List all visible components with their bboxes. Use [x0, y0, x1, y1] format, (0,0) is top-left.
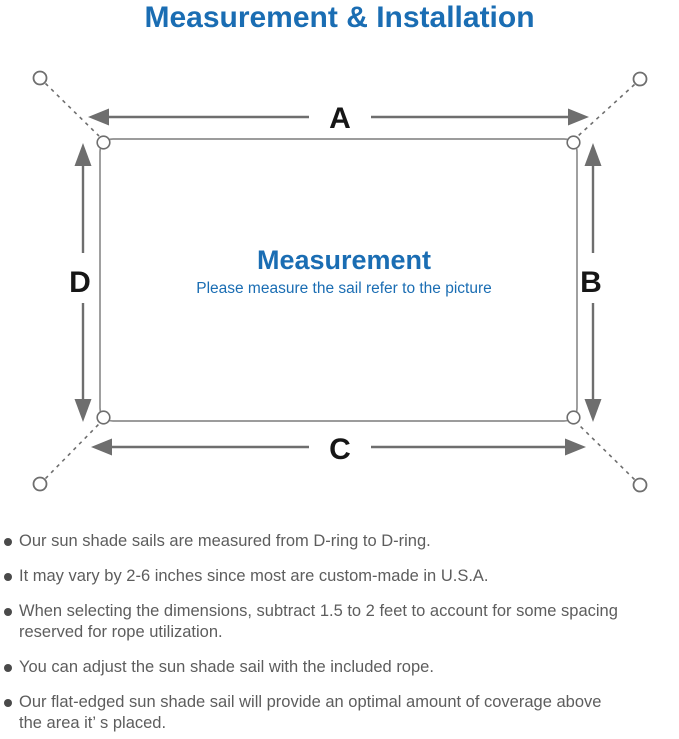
- measurement-diagram: A C D B Measurement Please meas: [32, 70, 648, 493]
- dimension-label-c: C: [329, 433, 351, 466]
- anchor-ring-top-right-icon: [632, 71, 648, 87]
- anchor-ring-bottom-right-icon: [632, 477, 648, 493]
- note-text: the area it’ s placed.: [19, 714, 167, 732]
- dimension-label-a: A: [329, 102, 351, 135]
- list-item: Our flat-edged sun shade sail will provi…: [4, 692, 673, 734]
- bullet-dot-icon: [4, 537, 12, 546]
- d-ring-top-right-icon: [566, 135, 581, 150]
- note-text: You can adjust the sun shade sail with t…: [19, 658, 434, 676]
- dimension-arrow-d: D: [69, 143, 92, 422]
- list-item: It may vary by 2-6 inches since most are…: [4, 566, 673, 587]
- list-item: When selecting the dimensions, subtract …: [4, 601, 673, 643]
- dimension-arrow-b: B: [580, 143, 602, 422]
- anchor-ring-top-left-icon: [32, 70, 48, 86]
- sail-outline: [99, 138, 578, 422]
- measurement-notes-list: Our sun shade sails are measured from D-…: [4, 531, 673, 739]
- arrow-a-left-head-icon: [88, 108, 109, 126]
- arrow-c-left-head-icon: [91, 438, 112, 456]
- sail-d-rings: [96, 135, 581, 425]
- bullet-dot-icon: [4, 698, 12, 707]
- arrow-a-right-head-icon: [568, 108, 589, 126]
- list-item: Our sun shade sails are measured from D-…: [4, 531, 673, 552]
- sail-center-title: Measurement: [257, 245, 431, 275]
- note-text: Our sun shade sails are measured from D-…: [19, 532, 431, 550]
- d-ring-bottom-right-icon: [566, 410, 581, 425]
- arrow-b-bottom-head-icon: [584, 399, 602, 422]
- dimension-label-d: D: [69, 266, 91, 299]
- dimension-arrow-c: C: [91, 433, 586, 466]
- arrow-d-top-head-icon: [74, 143, 92, 166]
- note-text: Our flat-edged sun shade sail will provi…: [19, 693, 602, 711]
- arrow-d-bottom-head-icon: [74, 399, 92, 422]
- arrow-c-right-head-icon: [565, 438, 586, 456]
- anchor-rings: [32, 70, 648, 493]
- rope-top-left: [44, 82, 100, 137]
- bullet-dot-icon: [4, 572, 12, 581]
- note-text: It may vary by 2-6 inches since most are…: [19, 567, 489, 585]
- rope-bottom-right: [577, 423, 636, 481]
- note-text: When selecting the dimensions, subtract …: [19, 602, 618, 620]
- dimension-arrow-a: A: [88, 102, 589, 135]
- rope-dashed-lines: [44, 82, 636, 481]
- page-title: Measurement & Installation: [144, 1, 535, 34]
- dimension-label-b: B: [580, 266, 602, 299]
- rope-bottom-left: [44, 423, 100, 480]
- d-ring-top-left-icon: [96, 135, 111, 150]
- arrow-b-top-head-icon: [584, 143, 602, 166]
- note-text: reserved for rope utilization.: [19, 623, 223, 641]
- bullet-dot-icon: [4, 663, 12, 672]
- sail-center-subtitle: Please measure the sail refer to the pic…: [196, 280, 492, 297]
- anchor-ring-bottom-left-icon: [32, 476, 48, 492]
- bullet-dot-icon: [4, 607, 12, 616]
- list-item: You can adjust the sun shade sail with t…: [4, 657, 673, 678]
- d-ring-bottom-left-icon: [96, 410, 111, 425]
- rope-top-right: [577, 83, 636, 137]
